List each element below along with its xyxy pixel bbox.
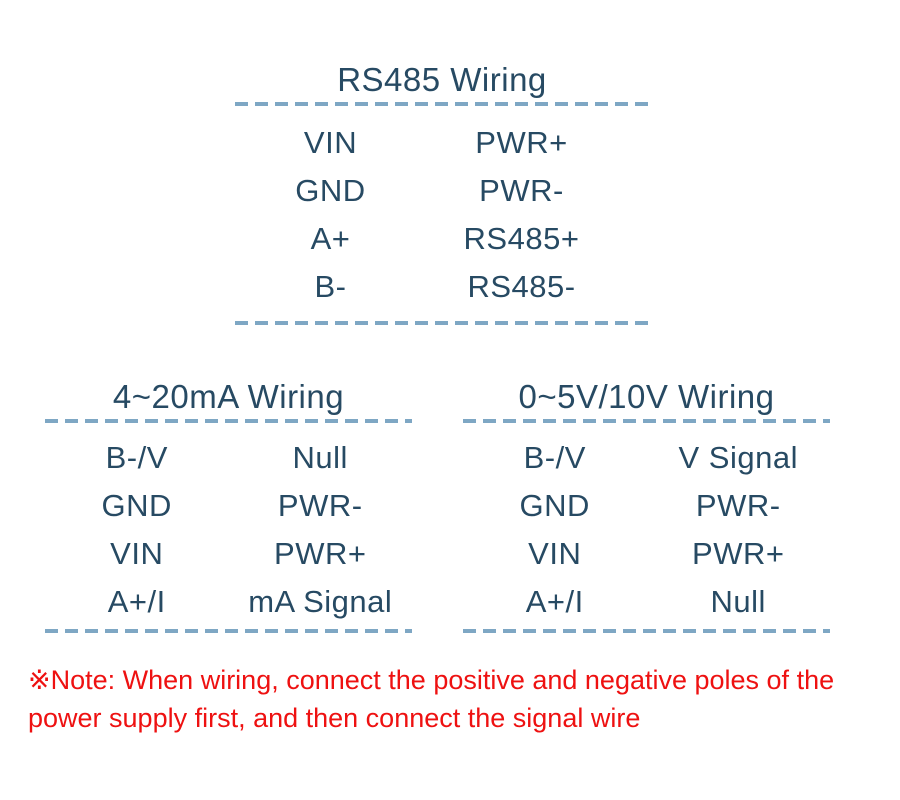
pin-terminal-label: GND bbox=[101, 488, 172, 523]
wiring-note: ※Note: When wiring, connect the positive… bbox=[28, 661, 878, 737]
pin-function-label: RS485- bbox=[467, 269, 576, 304]
pin-function-label: Null bbox=[292, 440, 348, 475]
pin-function-label: PWR+ bbox=[274, 536, 367, 571]
dashed-divider bbox=[235, 102, 649, 106]
dashed-divider bbox=[45, 629, 412, 633]
4-20ma-wiring-table: 4~20mA Wiring B-/V Null GND PWR- VIN PWR… bbox=[45, 375, 412, 633]
pin-terminal-label: B-/V bbox=[105, 440, 168, 475]
pin-terminal-label: VIN bbox=[528, 536, 582, 571]
pin-function-label: RS485+ bbox=[463, 221, 580, 256]
pin-terminal-label: GND bbox=[519, 488, 590, 523]
pin-terminal-label: VIN bbox=[303, 125, 358, 160]
dashed-divider bbox=[235, 321, 649, 325]
pin-terminal-label: A+/I bbox=[525, 584, 584, 619]
0-5v-10v-wiring-table: 0~5V/10V Wiring B-/V V Signal GND PWR- V… bbox=[463, 375, 830, 633]
rs485-table-rows: VIN PWR+ GND PWR- A+ RS485+ B- RS485- bbox=[235, 106, 649, 321]
pin-terminal-label: VIN bbox=[110, 536, 164, 571]
pin-terminal-label: GND bbox=[295, 173, 366, 208]
pin-function-label: PWR- bbox=[277, 488, 363, 523]
pin-terminal-label: B-/V bbox=[523, 440, 586, 475]
dashed-divider bbox=[45, 419, 412, 423]
0-5v-10v-table-title: 0~5V/10V Wiring bbox=[518, 378, 775, 415]
wiring-note-line: power supply first, and then connect the… bbox=[28, 703, 641, 733]
pin-function-label: PWR- bbox=[695, 488, 781, 523]
4-20ma-table-title: 4~20mA Wiring bbox=[112, 378, 345, 415]
pin-terminal-label: A+/I bbox=[107, 584, 166, 619]
pin-function-label: Null bbox=[710, 584, 766, 619]
pin-function-label: PWR- bbox=[479, 173, 564, 208]
wiring-note-line: ※Note: When wiring, connect the positive… bbox=[28, 665, 835, 695]
pin-terminal-label: A+ bbox=[310, 221, 351, 256]
pin-function-label: PWR+ bbox=[692, 536, 785, 571]
rs485-wiring-table: RS485 Wiring VIN PWR+ GND PWR- A+ RS485+… bbox=[235, 58, 649, 325]
dashed-divider bbox=[463, 419, 830, 423]
pin-function-label: PWR+ bbox=[475, 125, 568, 160]
0-5v-10v-table-rows: B-/V V Signal GND PWR- VIN PWR+ A+/I Nul… bbox=[463, 423, 830, 629]
rs485-table-title: RS485 Wiring bbox=[337, 61, 547, 98]
4-20ma-table-rows: B-/V Null GND PWR- VIN PWR+ A+/I mA Sign… bbox=[45, 423, 412, 629]
pin-function-label: mA Signal bbox=[248, 584, 393, 619]
pin-function-label: V Signal bbox=[678, 440, 798, 475]
pin-terminal-label: B- bbox=[314, 269, 347, 304]
dashed-divider bbox=[463, 629, 830, 633]
